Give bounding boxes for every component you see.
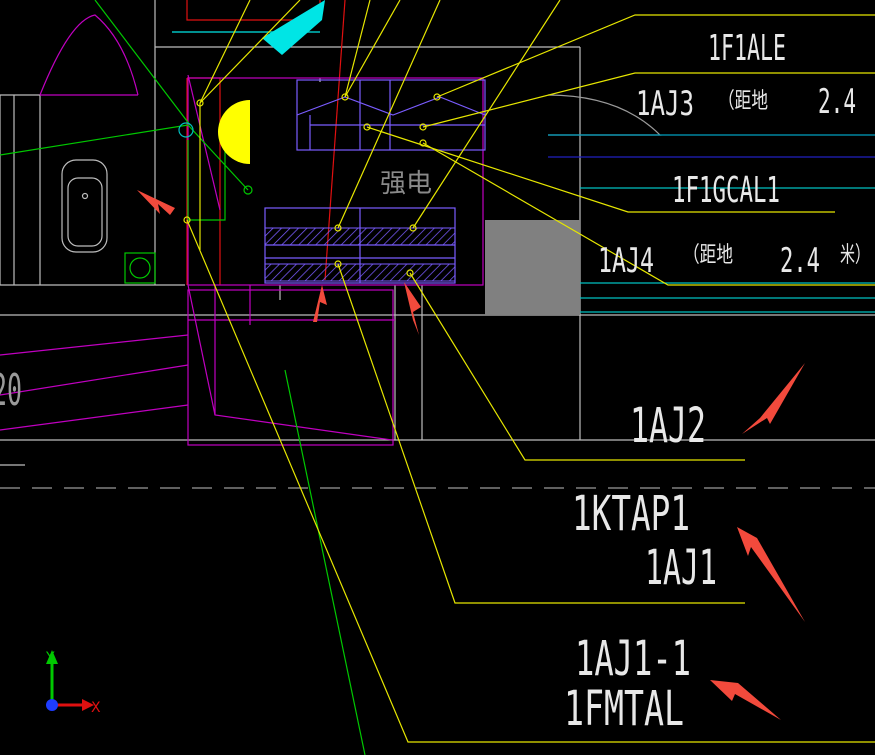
ucs-x-label: X — [91, 700, 101, 716]
ucs-axis-icon: Y X — [45, 650, 101, 716]
label-1f1gcal1[interactable]: 1F1GCAL1 — [672, 170, 780, 211]
annotation-arrow-left-grip — [137, 190, 175, 215]
light-fixture-symbol — [218, 100, 250, 164]
annotation-arrows — [137, 190, 805, 720]
door-swing-left — [39, 14, 139, 96]
cable-tray-lines — [548, 134, 875, 313]
green-lines — [0, 0, 366, 755]
label-1aj4[interactable]: 1AJ4 — [598, 241, 654, 281]
label-1ktap1[interactable]: 1KTAP1 — [572, 486, 690, 542]
label-1aj4-unit: 米） — [840, 243, 870, 268]
label-1aj2[interactable]: 1AJ2 — [630, 398, 706, 454]
cyan-pointer — [262, 0, 325, 55]
magenta-room — [0, 74, 484, 446]
wall-lines — [0, 0, 875, 466]
label-1aj1[interactable]: 1AJ1 — [645, 540, 717, 596]
door-swing-right — [547, 94, 662, 136]
toilet-symbol — [61, 159, 108, 253]
hatch-upper — [264, 227, 456, 246]
leader-grips — [183, 93, 441, 277]
label-1aj4-note: （距地 — [683, 243, 733, 268]
label-1aj3[interactable]: 1AJ3 — [636, 84, 694, 124]
label-left-fragment: 20 — [0, 365, 22, 416]
label-1aj4-height: 2.4 — [780, 241, 820, 281]
leader-lines — [186, 0, 875, 743]
annotation-arrow-hatch-left — [313, 285, 327, 322]
panel-boxes — [264, 79, 486, 284]
hatch-lower — [264, 263, 456, 282]
label-1aj3-note: （距地 — [718, 89, 768, 114]
ucs-y-label: Y — [45, 650, 55, 666]
annotation-arrow-1fmtal — [710, 680, 781, 720]
label-1aj1-1[interactable]: 1AJ1-1 — [575, 631, 691, 687]
annotation-arrow-1aj1 — [737, 527, 805, 622]
label-1aj3-height: 2.4 — [818, 82, 856, 122]
annotation-arrow-hatch-right — [404, 282, 421, 335]
annotation-arrow-1aj2 — [742, 363, 805, 434]
label-room-name: 强电 — [380, 169, 432, 199]
label-1fmtal[interactable]: 1FMTAL — [564, 681, 684, 737]
gray-column — [485, 220, 580, 315]
label-1f1ale[interactable]: 1F1ALE — [708, 28, 786, 69]
